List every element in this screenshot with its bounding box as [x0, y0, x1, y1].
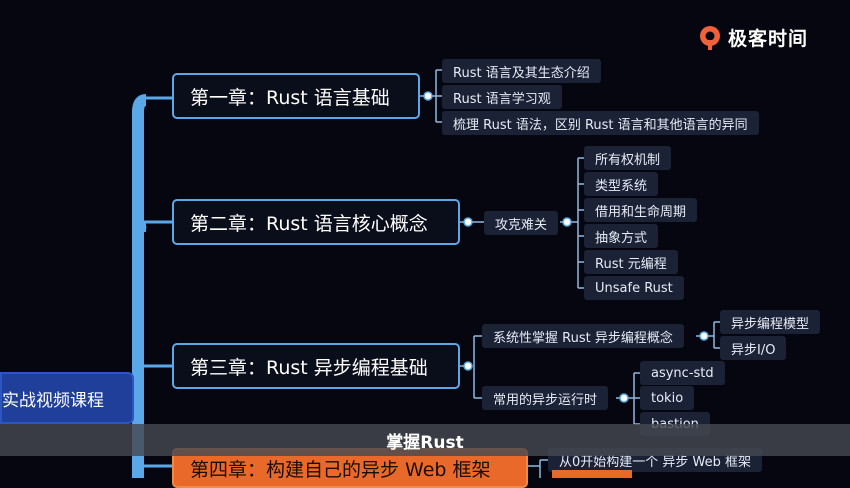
ch4-next-item-stub: [552, 470, 632, 478]
trunk-branch-line: [142, 222, 147, 233]
chapter-1-node[interactable]: 第一章：Rust 语言基础: [172, 73, 420, 119]
ch3-group-runtimes[interactable]: 常用的异步运行时: [482, 386, 609, 410]
geek-time-logo-icon: [700, 25, 720, 50]
ch3-item-async-io[interactable]: 异步I/O: [720, 336, 787, 360]
collapse-dot-ch3-group1: [699, 331, 709, 341]
video-subtitle-bar: 掌握Rust: [0, 424, 850, 456]
ch2-item-ownership[interactable]: 所有权机制: [584, 146, 672, 170]
ch1-item-ecosystem[interactable]: Rust 语言及其生态介绍: [442, 59, 601, 83]
collapse-dot-ch3: [463, 361, 473, 371]
ch2-item-borrowing-lifetimes[interactable]: 借用和生命周期: [584, 198, 698, 222]
brand-name: 极客时间: [728, 28, 809, 50]
root-node[interactable]: 实战视频课程: [0, 372, 134, 424]
collapse-dot-ch3-group2: [619, 393, 629, 403]
chapter-2-node[interactable]: 第二章：Rust 语言核心概念: [172, 199, 460, 245]
ch2-item-metaprogramming[interactable]: Rust 元编程: [584, 250, 678, 274]
ch2-group-challenges[interactable]: 攻克难关: [484, 211, 559, 235]
ch3-item-async-model[interactable]: 异步编程模型: [720, 310, 821, 334]
ch3-item-async-std[interactable]: async-std: [640, 361, 725, 385]
collapse-dot-ch2: [463, 217, 473, 227]
brand-logo: 极客时间: [698, 24, 808, 51]
ch2-item-unsafe[interactable]: Unsafe Rust: [584, 276, 684, 300]
ch1-item-syntax[interactable]: 梳理 Rust 语法，区别 Rust 语言和其他语言的异同: [442, 111, 759, 135]
ch3-group-async-concepts[interactable]: 系统性掌握 Rust 异步编程概念: [482, 324, 684, 348]
collapse-dot-ch1: [423, 91, 433, 101]
mind-map: 极客时间 第一章：Rust 语言基础 Rust 语言及其生态介绍 Rust 语言…: [0, 24, 850, 488]
connector-lines: [132, 69, 720, 478]
ch3-item-tokio[interactable]: tokio: [640, 386, 695, 410]
subtitle-text: 掌握Rust: [386, 432, 464, 453]
trunk-line: [132, 94, 147, 478]
ch2-item-type-system[interactable]: 类型系统: [584, 172, 659, 196]
chapter-3-node[interactable]: 第三章：Rust 异步编程基础: [172, 343, 460, 389]
collapse-dot-ch2-group: [562, 217, 572, 227]
ch2-item-abstraction[interactable]: 抽象方式: [584, 224, 659, 248]
ch1-item-learning-view[interactable]: Rust 语言学习观: [442, 85, 562, 109]
